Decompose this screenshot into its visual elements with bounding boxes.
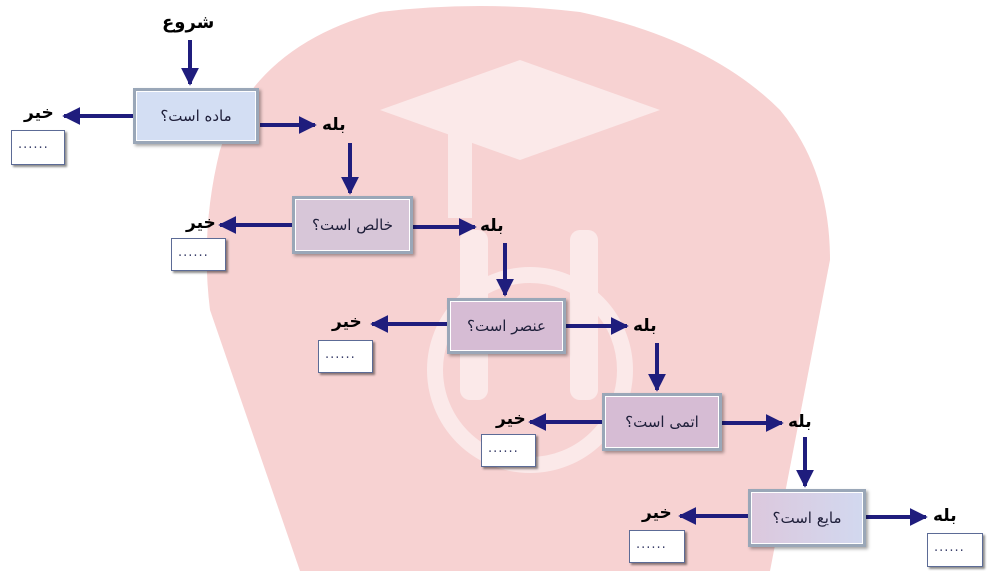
yes-label-1: بله <box>322 115 346 135</box>
no-label-5: خیر <box>642 503 672 523</box>
yes-label-5: بله <box>933 506 957 526</box>
decision-matter: ماده است؟ <box>133 88 259 144</box>
no-label-4: خیر <box>496 409 526 429</box>
decision-matter-text: ماده است؟ <box>160 107 232 125</box>
yes-label-4: بله <box>788 412 812 432</box>
answer-box-2: ...... <box>171 238 226 271</box>
decision-element: عنصر است؟ <box>447 298 566 354</box>
no-label-3: خیر <box>332 312 362 332</box>
decision-atomic-text: اتمی است؟ <box>625 413 699 431</box>
start-label: شروع <box>162 12 215 33</box>
decision-pure: خالص است؟ <box>292 196 413 254</box>
yes-label-2: بله <box>480 216 504 236</box>
decision-liquid-text: مایع است؟ <box>772 509 842 527</box>
answer-box-4: ...... <box>481 434 536 467</box>
yes-label-3: بله <box>633 316 657 336</box>
answer-box-6: ...... <box>927 533 983 567</box>
no-label-2: خیر <box>186 213 216 233</box>
no-label-1: خیر <box>24 103 54 123</box>
decision-liquid: مایع است؟ <box>748 489 866 547</box>
answer-box-1: ...... <box>11 130 65 165</box>
answer-box-3: ...... <box>318 340 373 373</box>
answer-box-5: ...... <box>629 530 685 563</box>
decision-pure-text: خالص است؟ <box>312 216 393 234</box>
decision-element-text: عنصر است؟ <box>467 317 546 335</box>
decision-atomic: اتمی است؟ <box>602 393 722 451</box>
